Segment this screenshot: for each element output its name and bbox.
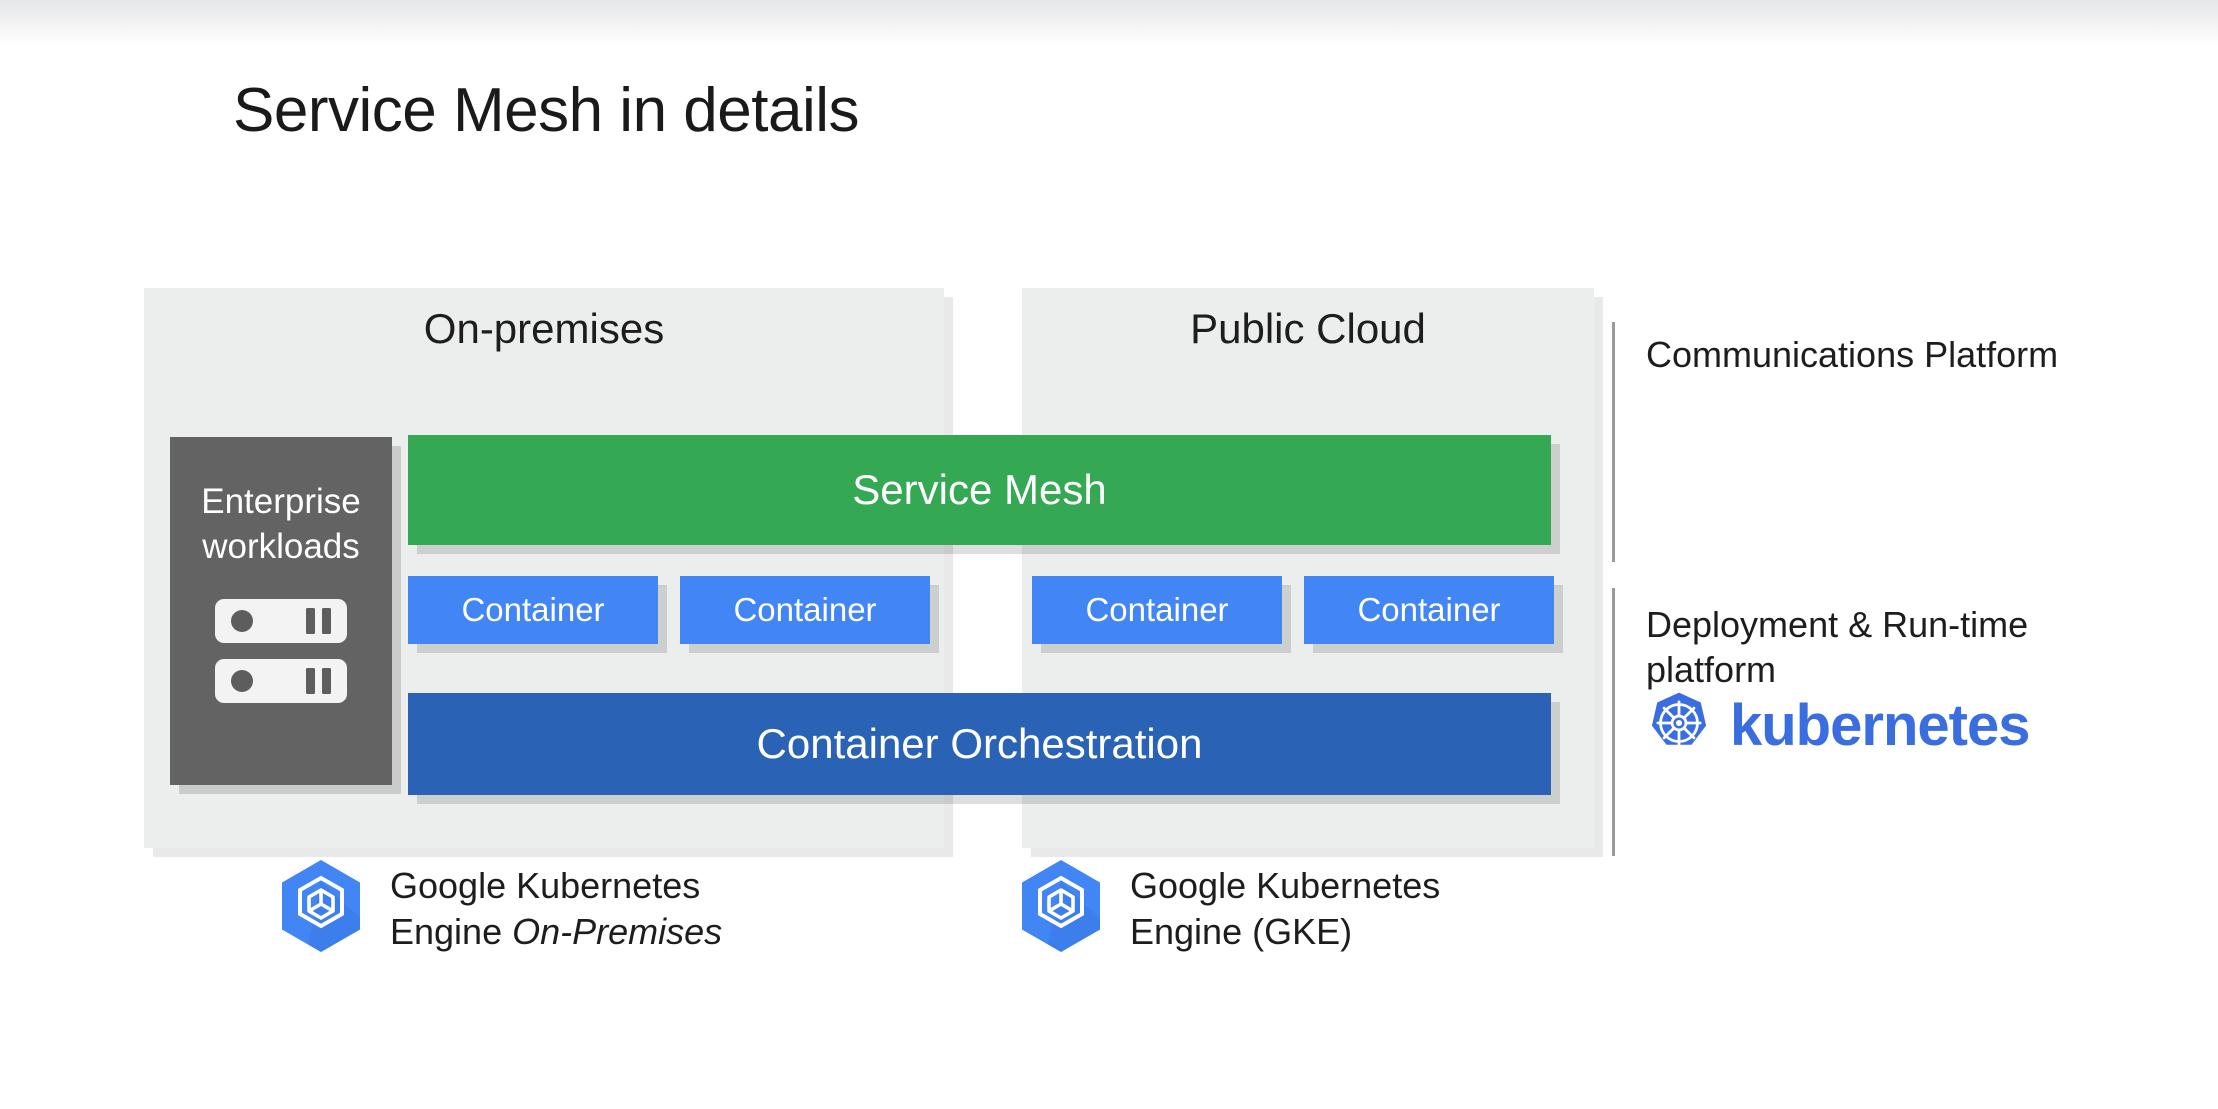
gke-label-line2-emphasis: On-Premises: [512, 910, 723, 952]
server-icon: [215, 659, 347, 703]
container-chip: Container: [1304, 576, 1554, 644]
container-chip: Container: [408, 576, 658, 644]
gke-cloud-lockup: Google Kubernetes Engine (GKE): [1018, 858, 1440, 959]
service-mesh-bar: Service Mesh: [408, 435, 1551, 545]
enterprise-workloads-label: Enterprise workloads: [201, 482, 361, 566]
gke-cloud-label: Google Kubernetes Engine (GKE): [1130, 863, 1440, 955]
container-orchestration-bar: Container Orchestration: [408, 693, 1551, 795]
top-gradient-band: [0, 0, 2218, 46]
server-led-dot: [231, 670, 253, 692]
gke-on-premises-label: Google Kubernetes Engine On-Premises: [390, 863, 722, 955]
kubernetes-lockup: kubernetes: [1646, 690, 2030, 761]
enterprise-workloads-card: Enterprise workloads: [170, 437, 392, 785]
annotation-deployment-runtime-platform: Deployment & Run-time platform: [1646, 604, 2029, 690]
divider-deployment: [1612, 588, 1615, 856]
container-chip: Container: [680, 576, 930, 644]
server-icon: [215, 599, 347, 643]
container-chip: Container: [1032, 576, 1282, 644]
server-slot-bars: [306, 668, 331, 694]
kubernetes-wordmark: kubernetes: [1730, 692, 2030, 758]
server-stack: [215, 599, 347, 703]
panel-title-on-premises: On-premises: [423, 305, 665, 352]
page-title: Service Mesh in details: [233, 76, 860, 145]
gke-on-premises-lockup: Google Kubernetes Engine On-Premises: [278, 858, 722, 959]
divider-communications: [1612, 322, 1615, 562]
server-slot-bars: [306, 608, 331, 634]
gke-label-line2-prefix: Engine (GKE): [1130, 910, 1353, 952]
server-led-dot: [231, 610, 253, 632]
gke-label-line1: Google Kubernetes: [390, 864, 701, 906]
gke-label-line1: Google Kubernetes: [1130, 864, 1441, 906]
annotation-communications-platform: Communications Platform: [1646, 334, 2059, 375]
gke-label-line2-prefix: Engine: [390, 910, 513, 952]
panel-title-public-cloud: Public Cloud: [1190, 305, 1426, 352]
google-kubernetes-engine-icon: [1018, 858, 1104, 959]
google-kubernetes-engine-icon: [278, 858, 364, 959]
kubernetes-helm-icon: [1646, 690, 1712, 761]
